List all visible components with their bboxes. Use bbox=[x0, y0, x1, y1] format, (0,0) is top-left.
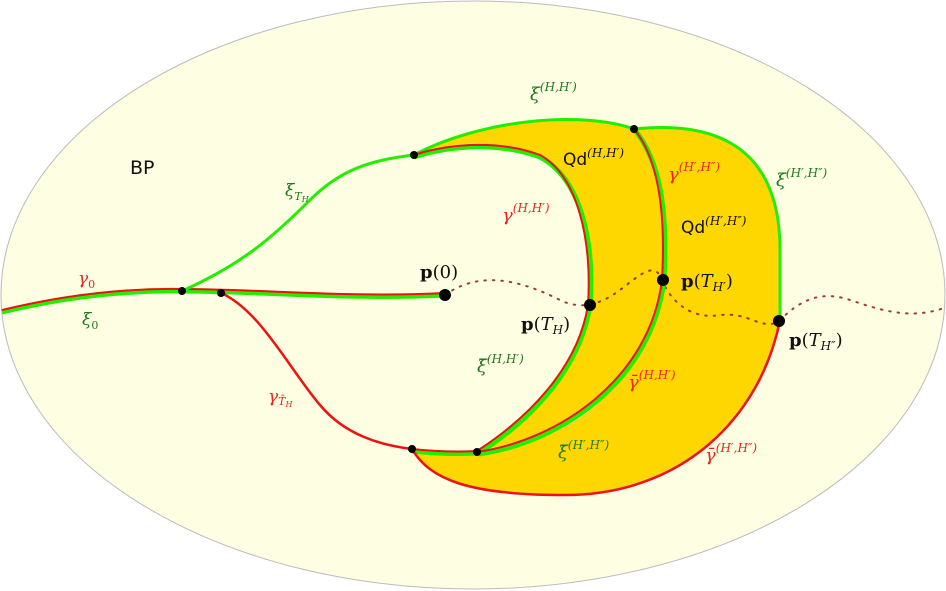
junction-point bbox=[178, 287, 186, 295]
xi-TH-curve bbox=[181, 153, 415, 293]
gamma-H-H1-curve bbox=[413, 143, 590, 306]
gamma-bar-H-H1-green bbox=[478, 279, 667, 457]
xi-H1-H2-label: ξ(H′,H″) bbox=[776, 166, 828, 191]
dotted-trajectory bbox=[444, 269, 945, 325]
gamma-H-H1-green-under bbox=[413, 144, 594, 306]
junction-point bbox=[630, 125, 638, 133]
xi-bar-H-H1-green bbox=[477, 304, 593, 456]
gamma-H1-H2-curve bbox=[633, 128, 664, 281]
pTH1-label: p(TH′) bbox=[681, 271, 733, 294]
point-pTH bbox=[584, 299, 596, 311]
xi-bar-H1-H2-red bbox=[411, 448, 478, 453]
point-p0 bbox=[439, 289, 451, 301]
xi0-curve bbox=[1, 288, 446, 315]
junction-point bbox=[408, 445, 416, 453]
p0-label: p(0) bbox=[420, 262, 458, 283]
gamma-bar-TH-curve bbox=[220, 291, 413, 451]
xi-H1-H2-curve bbox=[633, 125, 782, 320]
gamma-bar-H-H1-label: γ̄(H,H′) bbox=[628, 368, 676, 393]
gamma-bar-TH-label: γT̄H bbox=[268, 387, 294, 409]
junction-point bbox=[473, 448, 481, 456]
xi-bar-H-H1-red bbox=[476, 304, 589, 452]
pTH2-label: p(TH″) bbox=[789, 330, 843, 353]
gamma-bar-H1-H2-label: γ̄(H′,H″) bbox=[705, 441, 757, 466]
gamma-bar-H-H1-red bbox=[476, 279, 663, 453]
gamma-bar-H1-H2-curve bbox=[410, 319, 782, 497]
xi-TH-label: ξTH bbox=[285, 181, 310, 204]
qd-h-h1-label: Qd(H,H′) bbox=[563, 146, 624, 170]
gamma0-label: γ0 bbox=[78, 269, 95, 291]
point-pTH2 bbox=[773, 315, 785, 327]
qd-h1-h2-label: Qd(H′,H″) bbox=[681, 214, 747, 238]
qd-h-h1-region bbox=[414, 119, 664, 452]
xi-bar-H1-H2-label: ξ̄(H′,H″) bbox=[558, 438, 610, 463]
xi-H-H1-label: ξ(H,H′) bbox=[530, 80, 577, 105]
qd-h1-h2-region bbox=[412, 127, 780, 495]
xi-bar-H1-H2-green bbox=[411, 448, 478, 457]
junction-point bbox=[217, 289, 225, 297]
junction-point bbox=[410, 151, 418, 159]
xi0-label: ξ0 bbox=[82, 310, 98, 332]
xi-bar-H-H1-label: ξ̄(H,H′) bbox=[477, 352, 524, 377]
gamma-H-H1-label: γ(H,H′) bbox=[502, 201, 550, 226]
gamma-H1-H2-label: γ(H′,H″) bbox=[668, 160, 720, 185]
bp-label: BP bbox=[130, 157, 155, 179]
xi-H-H1-curve bbox=[413, 118, 635, 157]
point-pTH1 bbox=[657, 274, 669, 286]
pTH-label: p(TH) bbox=[521, 314, 570, 337]
